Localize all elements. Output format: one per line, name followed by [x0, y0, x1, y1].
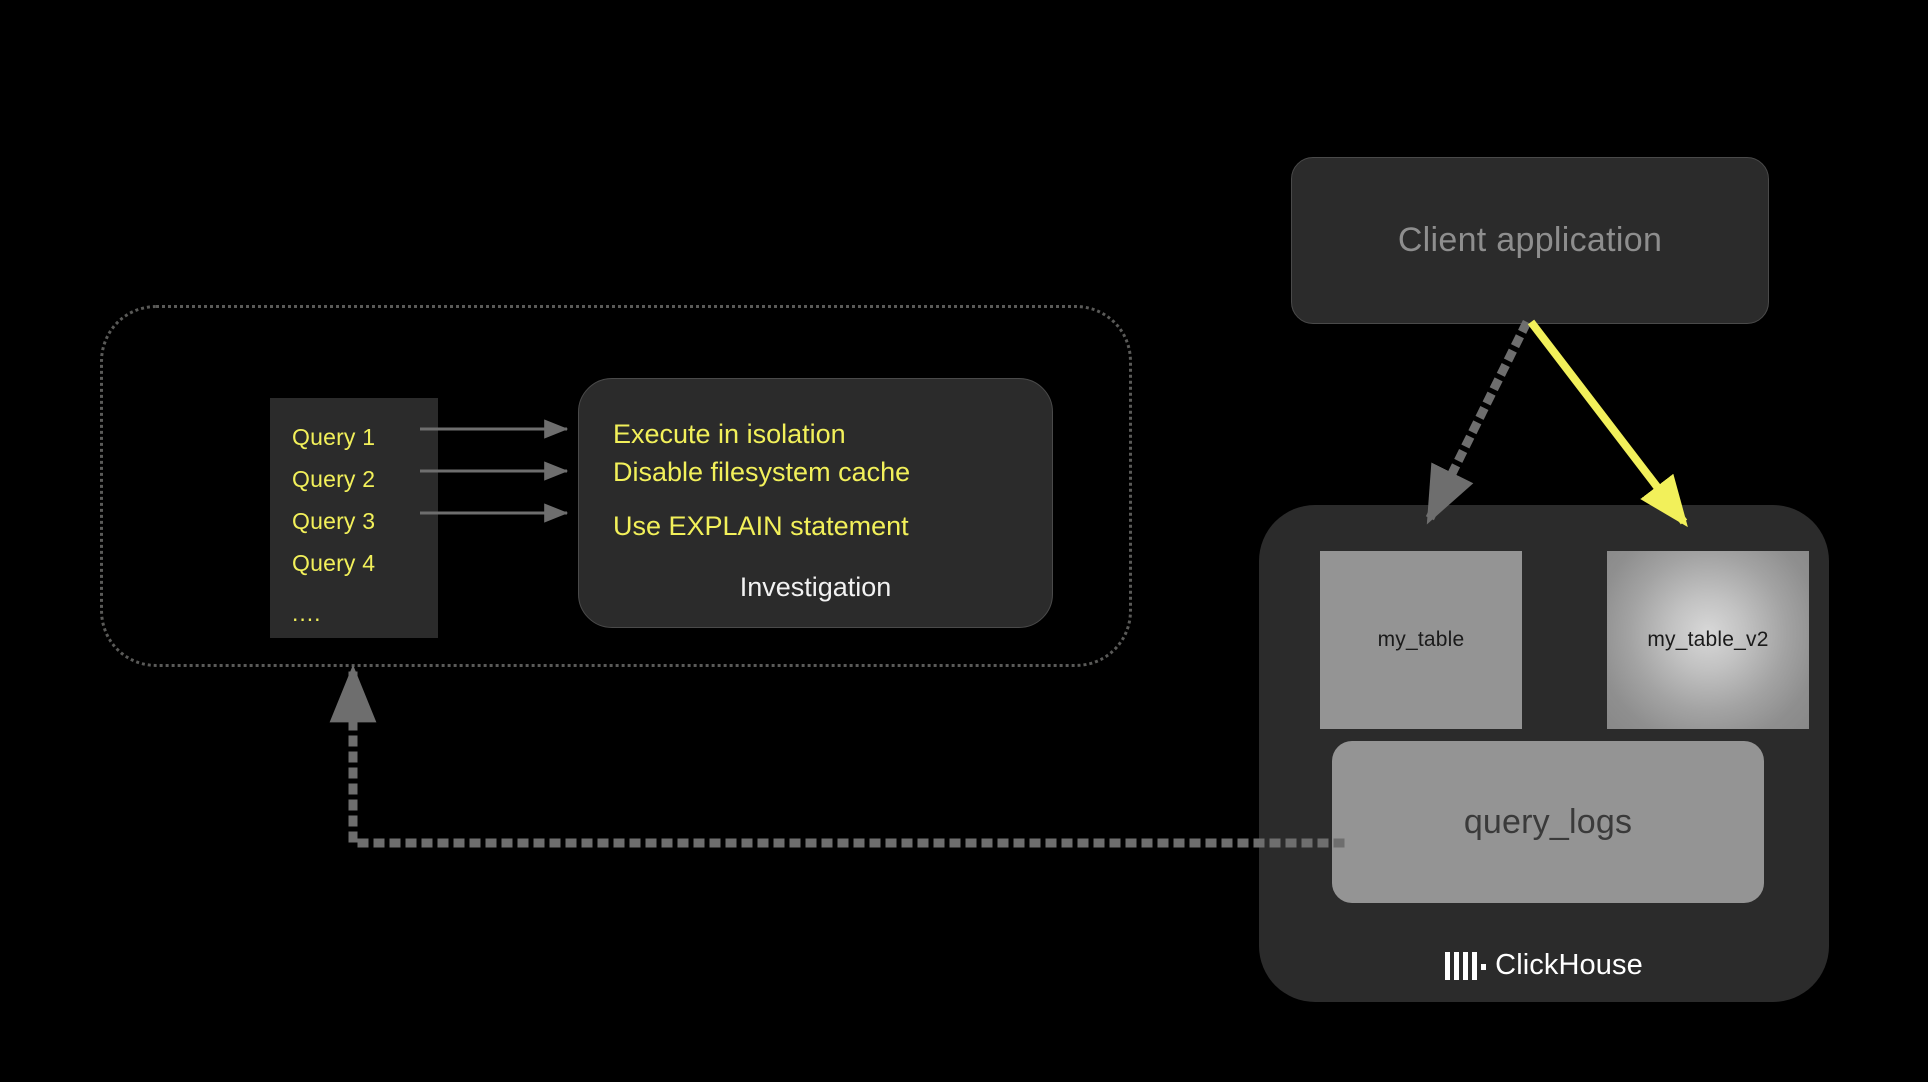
logo-bar [1472, 951, 1478, 980]
table-my-table-label: my_table [1377, 628, 1465, 651]
query-list-item: Query 3 [292, 508, 376, 534]
arrow-client-to-my-table-v2-line [1527, 319, 1688, 528]
query-list-item: Query 4 [292, 550, 376, 576]
arrow-query-logs-to-query-panel [329, 664, 1345, 848]
query-list-item: Query 2 [292, 466, 376, 492]
arrow-client-to-my-table [1423, 319, 1532, 525]
investigation-title: Investigation [739, 572, 892, 602]
logo-bar [1463, 951, 1469, 980]
clickhouse-wordmark: ClickHouse [1495, 949, 1643, 981]
client-application-box: Client application [1291, 157, 1769, 324]
arrow-client-to-my-table-v2 [1444, 322, 1531, 527]
investigation-tips-list: Execute in isolation Disable filesystem … [613, 415, 1032, 545]
clickhouse-panel: my_table my_table_v2 query_logs ClickHou… [1259, 505, 1829, 1002]
table-query-logs-label: query_logs [1463, 802, 1633, 841]
investigation-tip: Execute in isolation [613, 419, 846, 449]
clickhouse-logo: ClickHouse [1259, 949, 1829, 982]
table-my-table-v2: my_table_v2 [1607, 551, 1809, 729]
investigation-box: Execute in isolation Disable filesystem … [578, 378, 1053, 628]
investigation-tip: Disable filesystem cache [613, 457, 911, 487]
logo-dot [1481, 963, 1487, 970]
client-application-label: Client application [1397, 221, 1663, 259]
logo-bar [1445, 951, 1451, 980]
investigation-group-container [100, 305, 1132, 667]
clickhouse-bars-icon [1445, 951, 1487, 980]
logo-bar [1454, 951, 1460, 980]
query-list-panel: Query 1 Query 2 Query 3 Query 4 .... [270, 398, 438, 638]
table-my-table: my_table [1320, 551, 1522, 729]
table-my-table-v2-label: my_table_v2 [1647, 628, 1769, 651]
investigation-tip: Use EXPLAIN statement [613, 511, 909, 541]
table-query-logs: query_logs [1332, 741, 1764, 903]
query-list-item: Query 1 [292, 424, 376, 450]
query-list-ellipsis: .... [292, 600, 322, 626]
